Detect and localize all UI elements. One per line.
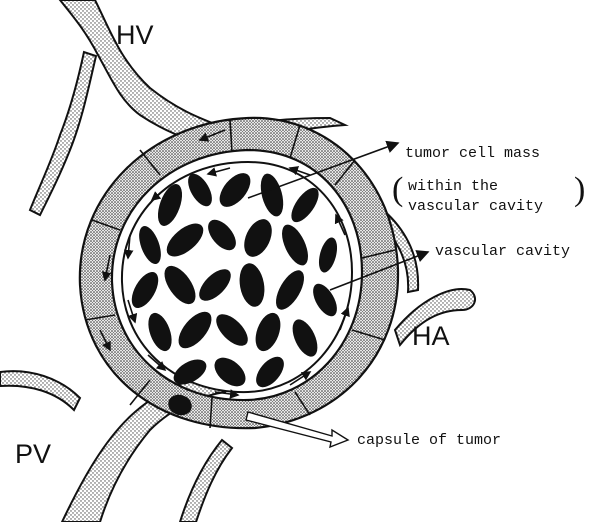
label-ha: HA xyxy=(412,321,450,351)
bracket-close: ) xyxy=(574,171,585,208)
label-pv: PV xyxy=(15,439,51,469)
portal-vein-branch-left xyxy=(0,371,80,410)
annotation-tumor-cell-mass: tumor cell mass xyxy=(405,145,540,162)
label-hv: HV xyxy=(116,20,154,50)
hepatic-vein-branch-left xyxy=(30,52,96,215)
annotation-capsule: capsule of tumor xyxy=(357,432,501,449)
annotation-within-line1: within the xyxy=(408,178,498,195)
portal-vein-branch-lower xyxy=(180,440,232,522)
annotation-vascular-cavity: vascular cavity xyxy=(435,243,570,260)
bracket-open: ( xyxy=(392,171,403,208)
annotation-within-line2: vascular cavity xyxy=(408,198,543,215)
